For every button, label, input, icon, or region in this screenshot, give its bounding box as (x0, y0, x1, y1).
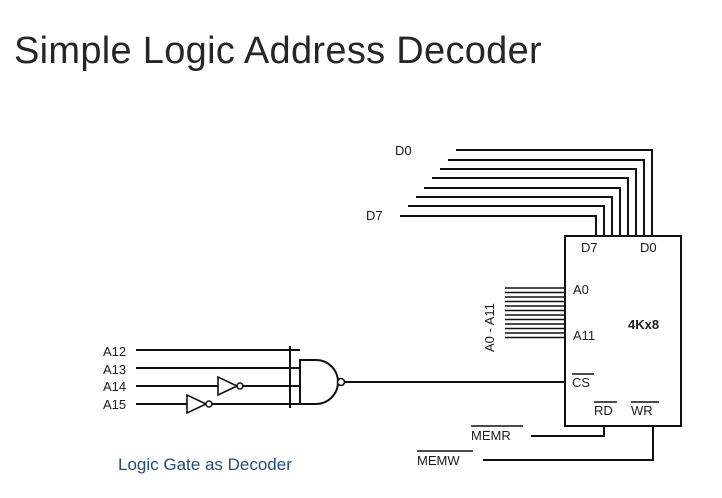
memory-chip (564, 235, 682, 427)
address-input-a12: A12 (103, 344, 126, 359)
address-bus-lines (505, 287, 565, 339)
control-memw-label: MEMW (417, 453, 460, 468)
data-line-d4 (424, 187, 621, 236)
data-line-d5 (416, 196, 613, 236)
data-line-d0 (456, 149, 653, 236)
chip-pin-cs: CS (572, 375, 590, 390)
data-line-d2 (440, 168, 637, 236)
control-memr-label: MEMR (471, 428, 511, 443)
wire-memr (531, 426, 605, 437)
slide-title: Simple Logic Address Decoder (14, 30, 543, 72)
diagram-caption: Logic Gate as Decoder (118, 455, 292, 474)
address-input-a14: A14 (103, 379, 126, 394)
chip-pin-d7: D7 (581, 240, 598, 255)
address-bus-label: A0 - A11 (482, 303, 497, 352)
inverter-a15 (186, 393, 213, 415)
nand-gate (299, 359, 346, 405)
data-line-d6 (408, 205, 605, 236)
chip-pin-a11: A11 (573, 328, 595, 343)
data-line-d1 (448, 159, 645, 236)
chip-pin-rd: RD (594, 403, 613, 418)
address-input-a13: A13 (103, 362, 126, 377)
chip-pin-d0: D0 (640, 240, 657, 255)
chip-pin-wr: WR (631, 403, 653, 418)
data-line-d7 (400, 215, 597, 236)
chip-pin-a0: A0 (573, 282, 589, 297)
wire-memw (483, 426, 654, 461)
inverter-a14 (217, 375, 244, 397)
data-bus-d0-label: D0 (395, 143, 412, 158)
data-bus-lines (400, 149, 653, 236)
data-bus-d7-label: D7 (366, 208, 383, 223)
chip-size-label: 4Kx8 (628, 317, 659, 332)
data-line-d3 (432, 177, 629, 236)
address-input-a15: A15 (103, 397, 126, 412)
